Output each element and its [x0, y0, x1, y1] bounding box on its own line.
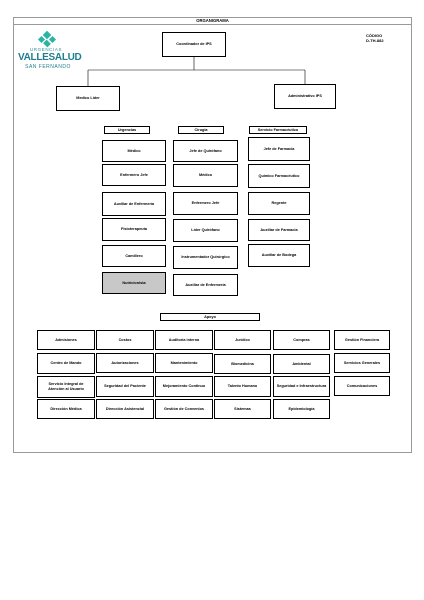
- apoyo-item: Dirección Asistencial: [96, 399, 154, 419]
- apoyo-item: Compras: [273, 330, 330, 350]
- logo-bottom-text: SAN FERNANDO: [25, 64, 71, 70]
- chart-frame: [13, 17, 412, 453]
- cirugia-header: Cirugia: [178, 126, 224, 134]
- apoyo-item: Comunicaciones: [334, 376, 390, 396]
- cirugia-item: Auxiliar de Enfermería: [173, 274, 238, 296]
- apoyo-item: Gestión de Convenios: [155, 399, 213, 419]
- apoyo-item: Servicio Integral de Atención al Usuario: [37, 376, 95, 398]
- cirugia-item: Líder Quirófano: [173, 219, 238, 242]
- apoyo-item: Costos: [96, 330, 154, 350]
- apoyo-item: Gestión Financiera: [334, 330, 390, 350]
- urgencias-item-highlighted: Nutricionista: [102, 272, 166, 294]
- farmacia-item: Jefe de Farmacia: [248, 137, 310, 161]
- apoyo-item: Mantenimiento: [155, 353, 213, 373]
- servicio-farmaceutico-header: Servicio Farmacéutico: [249, 126, 307, 134]
- apoyo-item: Centro de Mando: [37, 353, 95, 374]
- urgencias-item: Auxiliar de Enfermería: [102, 192, 166, 216]
- farmacia-item: Químico Farmacéutico: [248, 164, 310, 188]
- apoyo-item: Autorizaciones: [96, 353, 154, 373]
- cirugia-item: Instrumentador Quirúrgico: [173, 246, 238, 269]
- logo-main-text: VALLESALUD: [18, 52, 82, 63]
- urgencias-header: Urgencias: [104, 126, 150, 134]
- codigo-value: D-TH-882: [366, 38, 384, 43]
- administrativo-box: Administrativo IPS: [274, 84, 336, 109]
- logo-cross-icon: [37, 30, 57, 48]
- farmacia-item: Auxiliar de Farmacia: [248, 219, 310, 241]
- medico-lider-box: Medico Lider: [56, 86, 120, 111]
- apoyo-item: Ambiental: [273, 354, 330, 374]
- cirugia-item: Médico: [173, 164, 238, 187]
- apoyo-item: Servicios Generales: [334, 353, 390, 373]
- codigo-label: CÓDIGO: [366, 33, 383, 38]
- apoyo-item: Auditoría interna: [155, 330, 213, 350]
- coordinator-box: Coordinador de IPS: [162, 32, 226, 57]
- apoyo-item: Admisiones: [37, 330, 95, 350]
- cirugia-item: Enfermero Jefe: [173, 192, 238, 215]
- apoyo-item: Epidemiología: [273, 399, 330, 419]
- apoyo-item: Talento Humano: [214, 376, 271, 397]
- farmacia-item: Regente: [248, 192, 310, 215]
- page-title: ORGANIGRAMA: [13, 17, 412, 25]
- urgencias-item: Fisioterapeuta: [102, 218, 166, 241]
- apoyo-item: Dirección Médica: [37, 399, 95, 419]
- apoyo-item: Jurídico: [214, 330, 271, 350]
- apoyo-item: Sistemas: [214, 399, 271, 419]
- urgencias-item: Camillero: [102, 245, 166, 267]
- apoyo-item: Mejoramiento Continuo: [155, 376, 213, 397]
- apoyo-item: Seguridad e Infraestructura: [273, 376, 330, 397]
- urgencias-item: Médico: [102, 140, 166, 162]
- cirugia-item: Jefe de Quirófano: [173, 140, 238, 162]
- apoyo-header: Apoyo: [160, 313, 260, 321]
- apoyo-item: Biomedicina: [214, 354, 271, 374]
- codigo-block: CÓDIGO D-TH-882: [366, 33, 384, 43]
- urgencias-item: Enfermero Jefe: [102, 164, 166, 186]
- logo-top-text: URGENCIAS: [29, 47, 63, 52]
- apoyo-item: Seguridad del Paciente: [96, 376, 154, 397]
- farmacia-item: Auxiliar de Bodega: [248, 244, 310, 267]
